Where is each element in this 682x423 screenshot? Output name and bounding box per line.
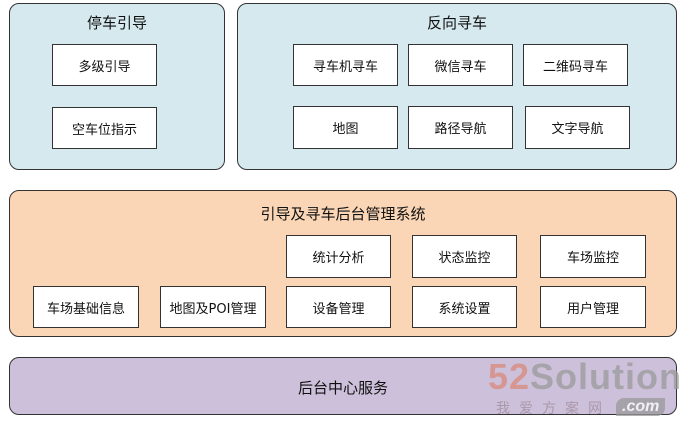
lot-monitor-box: 车场监控: [540, 235, 646, 278]
user-management-box: 用户管理: [540, 286, 646, 328]
route-navigation-box: 路径导航: [408, 106, 513, 149]
backend-title: 引导及寻车后台管理系统: [260, 205, 426, 223]
system-settings-box: 系统设置: [412, 286, 517, 328]
kiosk-search-box: 寻车机寻车: [293, 44, 398, 86]
text-navigation-box: 文字导航: [525, 106, 630, 149]
multi-level-guidance-box: 多级引导: [52, 44, 157, 86]
statistics-box: 统计分析: [286, 235, 391, 278]
map-poi-management-box: 地图及POI管理: [160, 286, 266, 328]
parking-guidance-title: 停车引导: [86, 14, 147, 32]
center-service-panel: 后台中心服务: [9, 357, 677, 415]
center-service-title: 后台中心服务: [297, 379, 388, 397]
status-monitor-box: 状态监控: [412, 235, 517, 278]
wechat-search-box: 微信寻车: [408, 44, 513, 86]
watermark-logo: 52Solution 我爱方案网 .com: [488, 356, 682, 417]
vacant-space-indicator-box: 空车位指示: [52, 107, 157, 149]
qrcode-search-box: 二维码寻车: [523, 44, 628, 86]
lot-basic-info-box: 车场基础信息: [33, 286, 139, 328]
map-box: 地图: [293, 106, 398, 149]
reverse-search-title: 反向寻车: [426, 14, 487, 32]
device-management-box: 设备管理: [286, 286, 391, 328]
